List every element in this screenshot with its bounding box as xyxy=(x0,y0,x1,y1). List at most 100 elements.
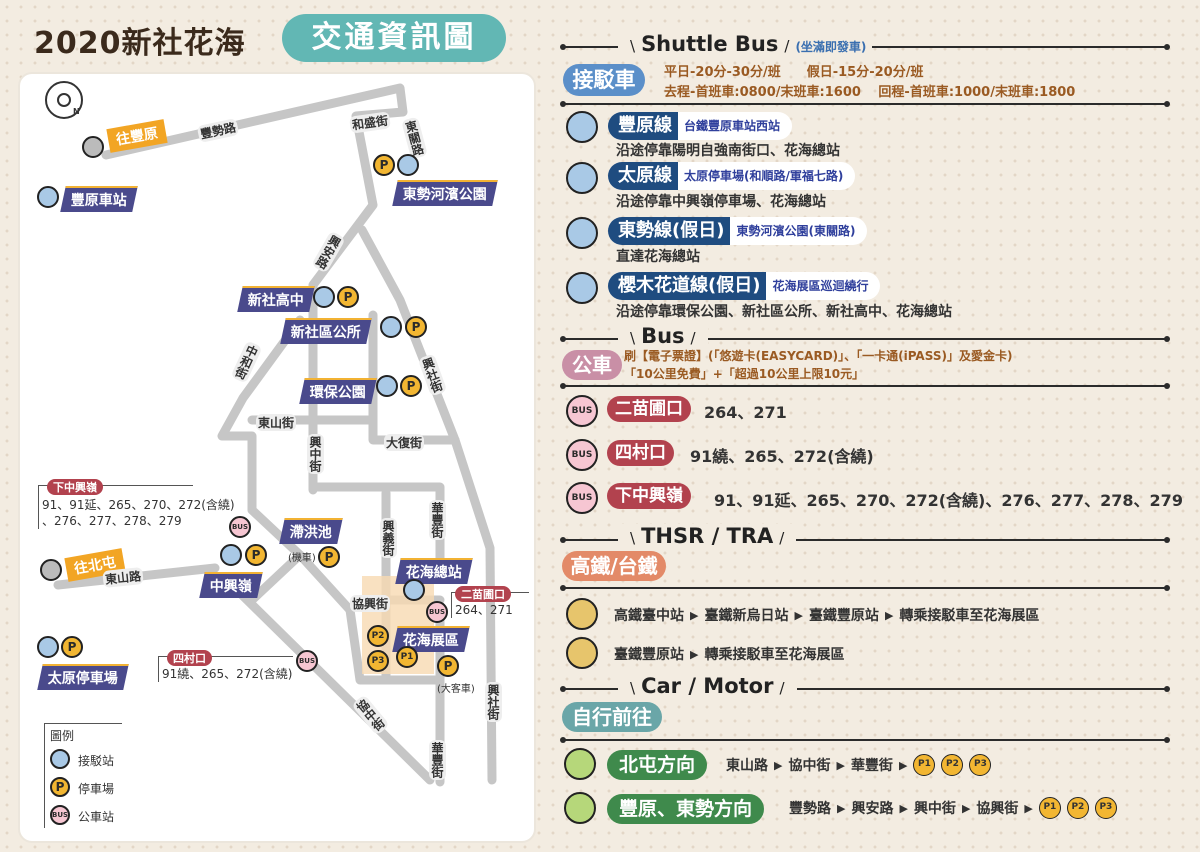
bus-parking-note: (大客車) xyxy=(437,684,475,695)
road-label: 大復街 xyxy=(384,434,425,451)
arrow-icon: ▶ xyxy=(794,608,803,622)
arrow-icon: ▶ xyxy=(690,608,699,622)
shuttle-icon xyxy=(566,162,598,194)
shuttle-icon xyxy=(397,154,419,176)
bus-routes: 、276、277、278、279 xyxy=(42,514,182,528)
page-title: 2020新社花海 xyxy=(34,26,246,61)
section-heading-shuttle: \Shuttle Bus/(坐滿即發車) xyxy=(618,32,873,56)
rail-route: 高鐵臺中站▶臺鐵新烏日站▶臺鐵豐原站▶轉乘接駁車至花海展區 xyxy=(614,608,1040,624)
shuttle-line-dongshi[interactable]: 東勢線(假日)東勢河濱公園(東關路) xyxy=(608,217,868,245)
road-xiezhong xyxy=(227,580,435,785)
parking-p1-icon: P1 xyxy=(913,754,936,776)
bus-stop-xiazhongxingling: 下中興嶺 xyxy=(47,479,103,495)
bus-stop-icon: BUS xyxy=(229,516,251,538)
road-label: 興中街 xyxy=(307,434,324,474)
bus-stop-sicunkou: 四村口 xyxy=(167,650,212,666)
divider xyxy=(560,537,1170,543)
place-xinshe-high[interactable]: 新社高中 xyxy=(237,286,315,312)
divider xyxy=(560,686,1170,692)
parking-p3-icon: P3 xyxy=(367,650,389,672)
road-label: 興義街 xyxy=(380,518,397,558)
map-legend xyxy=(44,723,122,828)
parking-p2-icon: P2 xyxy=(941,754,964,776)
bus-routes: 91繞、265、272(含繞) xyxy=(162,667,293,681)
divider xyxy=(560,101,1170,107)
bus-stop-ermiaopukou: 二苗圃口 xyxy=(455,586,511,602)
parking-p3-icon: P3 xyxy=(1094,797,1117,819)
road-dafu xyxy=(368,310,460,445)
shuttle-icon xyxy=(37,186,59,208)
divider xyxy=(560,737,1170,743)
arrow-icon: ▶ xyxy=(898,758,908,772)
parking-p3-icon: P3 xyxy=(969,754,992,776)
place-fengyuan-station[interactable]: 豐原車站 xyxy=(60,186,138,212)
legend-label: 公車站 xyxy=(78,810,115,824)
bus-stop-icon: BUS xyxy=(50,805,70,825)
parking-icon: P xyxy=(61,636,83,658)
bus-routes: 91、91延、265、270、272(含繞)、276、277、278、279 xyxy=(714,491,1183,510)
place-detention-pond[interactable]: 滯洪池 xyxy=(279,518,343,544)
place-taiyuan-parking[interactable]: 太原停車場 xyxy=(37,664,129,690)
compass-icon xyxy=(45,81,83,119)
moto-note: (機車) xyxy=(288,553,316,564)
bus-routes: 91、91延、265、270、272(含繞) xyxy=(42,498,235,512)
shuttle-line-sakuragi[interactable]: 櫻木花道線(假日)花海展區巡迴繞行 xyxy=(608,272,881,300)
compass-north-label: N xyxy=(73,107,80,116)
parking-icon: P xyxy=(437,655,459,677)
road-connector xyxy=(247,550,305,605)
parking-icon: P xyxy=(318,546,340,568)
road-label: 興社街 xyxy=(485,682,502,722)
hand-pointer-icon xyxy=(40,559,62,581)
bus-fare-info: 刷【電子票證】(「悠遊卡(EASYCARD)」、「一卡通(iPASS)」及愛金卡… xyxy=(624,349,1013,363)
bus-stop-xiazhongxingling: 下中興嶺 xyxy=(607,483,691,509)
arrow-icon: ▶ xyxy=(690,647,699,661)
road-label: 華豐街 xyxy=(429,740,446,780)
shuttle-icon xyxy=(566,111,598,143)
car-direction-beitun: 北屯方向 xyxy=(607,750,708,780)
road-zhonghe xyxy=(217,315,305,515)
parking-p1-icon: P1 xyxy=(396,646,418,668)
car-motorcycle-icon xyxy=(564,792,596,824)
shuttle-line-fengyuan[interactable]: 豐原線台鐵豐原車站西站 xyxy=(608,112,793,140)
shuttle-badge: 接駁車 xyxy=(563,64,645,96)
place-dongshi-park[interactable]: 東勢河濱公園 xyxy=(392,180,498,206)
shuttle-icon xyxy=(37,636,59,658)
arrow-icon: ▶ xyxy=(961,801,971,815)
road-label: 華豐街 xyxy=(429,500,446,540)
parking-icon: P xyxy=(373,154,395,176)
bus-stop-icon: BUS xyxy=(566,482,598,514)
bus-routes: 91繞、265、272(含繞) xyxy=(690,447,874,466)
section-heading-bus: \Bus/ xyxy=(618,324,708,348)
shuttle-icon xyxy=(566,217,598,249)
arrow-icon: ▶ xyxy=(1024,801,1033,815)
legend-label: 接駁站 xyxy=(78,754,115,768)
place-xinshe-office[interactable]: 新社區公所 xyxy=(280,318,372,344)
road-label: 協興街 xyxy=(350,595,391,612)
place-zhongxingling[interactable]: 中興嶺 xyxy=(199,572,263,598)
shuttle-icon xyxy=(50,749,70,769)
divider xyxy=(560,585,1170,591)
rail-badge: 高鐵/台鐵 xyxy=(562,551,666,581)
parking-p1-icon: P1 xyxy=(1038,797,1061,819)
arrow-icon: ▶ xyxy=(836,758,845,772)
bus-badge: 公車 xyxy=(562,350,622,380)
shuttle-icon xyxy=(403,579,425,601)
bus-stop-ermiaopukou: 二苗圃口 xyxy=(607,396,691,422)
divider xyxy=(560,383,1170,389)
shuttle-icon xyxy=(566,272,598,304)
parking-icon: P xyxy=(337,286,359,308)
shuttle-line-desc: 直達花海總站 xyxy=(616,249,700,265)
shuttle-icon xyxy=(380,316,402,338)
place-env-park[interactable]: 環保公園 xyxy=(299,378,377,404)
arrow-icon: ▶ xyxy=(837,801,846,815)
shuttle-line-desc: 沿途停靠陽明自強南街口、花海總站 xyxy=(616,143,840,159)
bus-stop-icon: BUS xyxy=(566,395,598,427)
shuttle-icon xyxy=(376,375,398,397)
car-badge: 自行前往 xyxy=(562,702,662,732)
bus-routes: 264、271 xyxy=(704,403,787,422)
car-motorcycle-icon xyxy=(564,748,596,780)
parking-icon: P xyxy=(405,316,427,338)
section-heading-rail: \THSR / TRA/ xyxy=(618,524,797,548)
shuttle-line-taiyuan[interactable]: 太原線太原停車場(和順路/軍福七路) xyxy=(608,162,856,190)
